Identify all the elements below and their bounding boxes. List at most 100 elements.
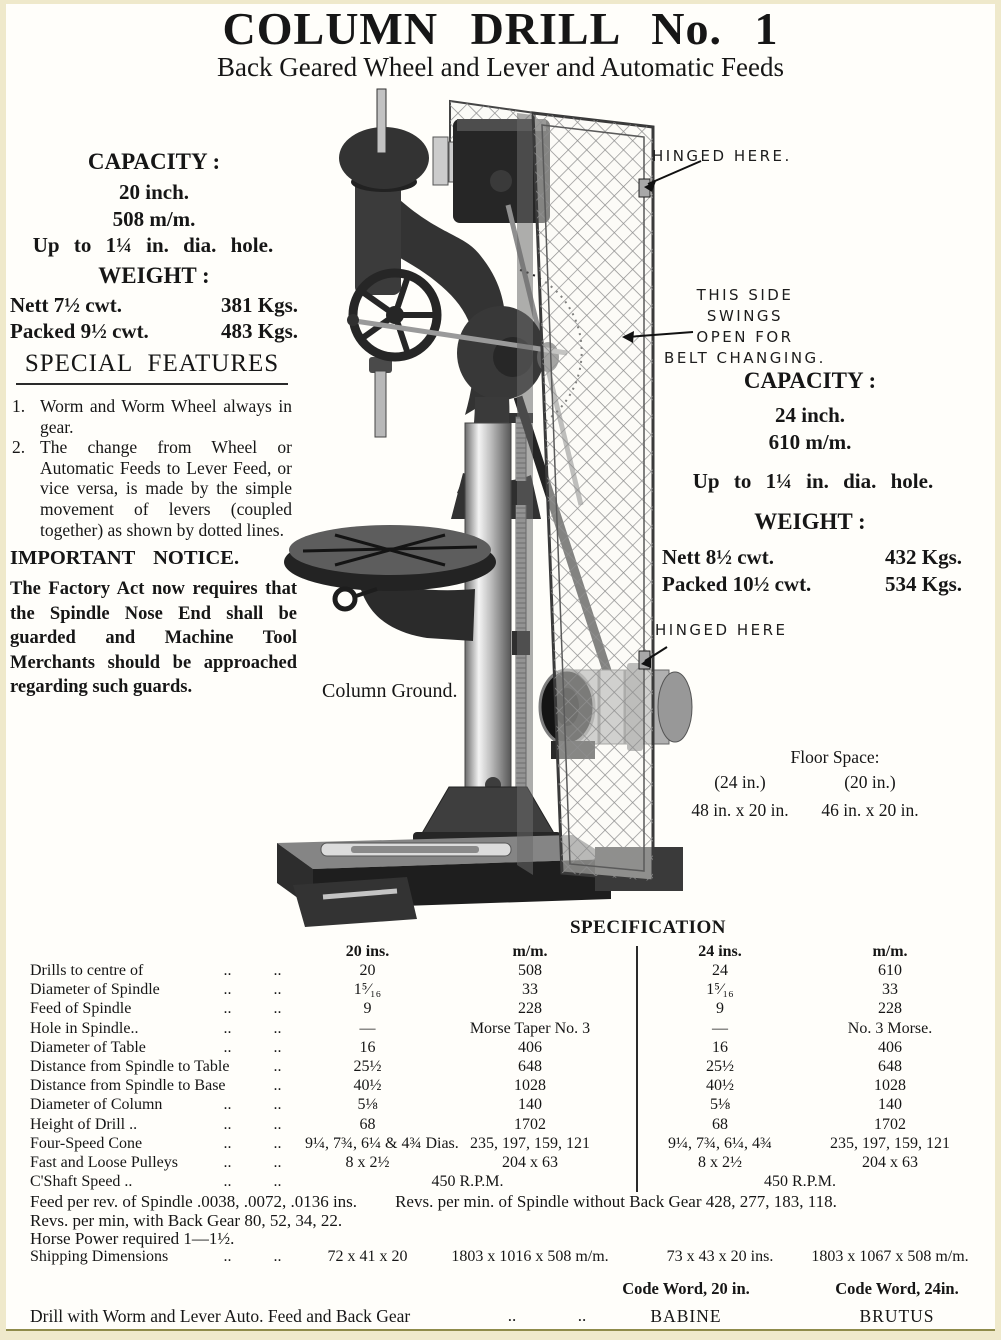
- spec-row-label: C'Shaft Speed ..: [30, 1173, 133, 1191]
- spec-col-head-20ins: 20 ins.: [345, 943, 390, 960]
- feature-number: 1.: [12, 396, 26, 416]
- spec-value: 1028: [874, 1077, 906, 1095]
- spec-col-head-mm1: m/m.: [512, 943, 548, 960]
- spec-row: Distance from Spindle to Base.. 40½ 1028 40…: [30, 1077, 970, 1096]
- spec-value: 1028: [514, 1077, 546, 1095]
- weight-20-nett: Nett 7½ cwt. 381 Kgs.: [10, 293, 298, 318]
- dot-leader: ..: [273, 962, 282, 979]
- capacity-20-hole: Up to 1¼ in. dia. hole.: [32, 233, 274, 257]
- spec-row-label: Height of Drill ..: [30, 1115, 138, 1133]
- floor-space-heading: Floor Space:: [790, 747, 880, 767]
- dot-leader: ..: [223, 1019, 232, 1037]
- hinged-here-bottom-label: HINGED HERE: [655, 621, 788, 639]
- special-features-heading: SPECIAL FEATURES: [24, 350, 280, 377]
- spec-value: 5⅛: [357, 1096, 378, 1114]
- belt-guard: [517, 111, 655, 883]
- spec-value: 24: [712, 962, 728, 979]
- page-subtitle: Back Geared Wheel and Lever and Automati…: [216, 52, 785, 82]
- dot-leader: ..: [223, 1000, 232, 1018]
- dot-leader: ..: [223, 1173, 232, 1191]
- spec-col-head-mm2: m/m.: [872, 943, 908, 960]
- dot-leader: ..: [273, 1096, 282, 1114]
- floor-space-20-head: (20 in.): [844, 772, 896, 792]
- spec-value: 25½: [706, 1057, 734, 1075]
- swings-open-line2: OPEN FOR: [696, 328, 794, 346]
- dot-leader: ..: [223, 1096, 232, 1114]
- weight-20-packed-cwt: Packed 9½ cwt.: [10, 319, 149, 343]
- spec-value: 9¼, 7¾, 6¼, 4¾: [668, 1134, 772, 1152]
- weight-20-nett-cwt: Nett 7½ cwt.: [10, 293, 122, 317]
- code-word-20-heading: Code Word, 20 in.: [622, 1279, 750, 1298]
- spec-value: 73 x 43 x 20 ins.: [666, 1248, 774, 1265]
- pulley-end-cap: [657, 671, 693, 743]
- spec-value: 33: [882, 981, 898, 999]
- dot-leader: ..: [273, 1115, 282, 1133]
- spec-row-label: Distance from Spindle to Table: [30, 1057, 230, 1075]
- work-table: [284, 525, 496, 641]
- spec-value: No. 3 Morse.: [847, 1019, 933, 1037]
- drill-variant-label: Drill with Worm and Lever Auto. Feed and…: [30, 1306, 411, 1326]
- spec-value: —: [359, 1019, 376, 1037]
- spec-value: 25½: [353, 1057, 382, 1075]
- swings-open-line3: BELT CHANGING.: [664, 349, 826, 367]
- drill-press-photo: [277, 88, 702, 927]
- spec-note-horsepower: Horse Power required 1—1½.: [30, 1229, 235, 1248]
- spec-row-label: Distance from Spindle to Base: [30, 1077, 226, 1095]
- spec-value: 508: [518, 962, 542, 979]
- weight-20-packed-kgs: 483 Kgs.: [220, 319, 298, 343]
- dot-leader: ..: [223, 1153, 232, 1171]
- capacity-24-mm: 610 m/m.: [768, 430, 852, 454]
- spec-value: Morse Taper No. 3: [469, 1019, 591, 1037]
- dot-leader: ..: [273, 1248, 282, 1265]
- capacity-24-hole: Up to 1¼ in. dia. hole.: [692, 469, 934, 493]
- dot-leader: ..: [273, 1173, 282, 1191]
- spec-value-span: 450 R.P.M.: [431, 1173, 504, 1191]
- spec-row-label: Feed of Spindle: [30, 1000, 132, 1018]
- spec-value: 406: [878, 1038, 902, 1056]
- weight-24-packed-cwt: Packed 10½ cwt.: [662, 572, 812, 596]
- capacity-24-heading: CAPACITY :: [743, 368, 877, 393]
- capacity-24-inch: 24 inch.: [774, 403, 845, 427]
- floor-space-24-head: (24 in.): [714, 772, 766, 792]
- spec-value: 1702: [874, 1115, 906, 1133]
- spec-row-label: Diameter of Column: [30, 1096, 163, 1114]
- spec-value: 40½: [706, 1077, 734, 1095]
- weight-20-packed: Packed 9½ cwt. 483 Kgs.: [10, 319, 298, 344]
- hinged-here-top-label: HINGED HERE.: [652, 147, 792, 165]
- feature-item: 1. Worm and Worm Wheel always in gear.: [12, 396, 298, 437]
- spec-value: 8 x 2½: [345, 1153, 390, 1171]
- spec-row: Four-Speed Cone....9¼, 7¾, 6¼ & 4¾ Dias.…: [30, 1135, 970, 1154]
- dot-leader: ..: [273, 1077, 282, 1095]
- spec-value: 228: [518, 1000, 542, 1018]
- spec-value: 5⅛: [710, 1096, 730, 1114]
- dot-leader: ..: [273, 1000, 282, 1018]
- feature-text: The change from Wheel or Automatic Feeds…: [40, 437, 292, 540]
- spec-value: 40½: [353, 1077, 382, 1095]
- spec-value: 16: [712, 1038, 728, 1056]
- spec-value: 1803 x 1016 x 508 m/m.: [451, 1248, 609, 1265]
- important-notice-heading: IMPORTANT NOTICE.: [10, 547, 240, 569]
- spec-row-label: Four-Speed Cone: [30, 1134, 143, 1152]
- feature-item: 2. The change from Wheel or Automatic Fe…: [12, 437, 298, 540]
- spec-value: 235, 197, 159, 121: [470, 1134, 590, 1152]
- weight-24-nett: Nett 8½ cwt. 432 Kgs.: [662, 545, 962, 570]
- spec-value: 8 x 2½: [698, 1153, 742, 1171]
- dot-leader: ..: [273, 981, 282, 999]
- spec-value: 235, 197, 159, 121: [830, 1134, 950, 1152]
- spec-col-head-24ins: 24 ins.: [698, 943, 742, 960]
- dot-leader: ..: [577, 1306, 587, 1325]
- spec-value: 610: [878, 962, 902, 979]
- spec-row-label: Hole in Spindle..: [30, 1019, 139, 1037]
- spec-note-backgear: Revs. per min, with Back Gear 80, 52, 34…: [30, 1211, 343, 1230]
- spec-row-label: Drills to centre of: [30, 962, 144, 979]
- bottom-rule: [6, 1329, 995, 1331]
- capacity-20-heading: CAPACITY :: [87, 149, 221, 174]
- dot-leader: ..: [507, 1306, 517, 1325]
- page-title: COLUMN DRILL No. 1: [222, 3, 779, 54]
- feature-text: Worm and Worm Wheel always in gear.: [40, 396, 292, 437]
